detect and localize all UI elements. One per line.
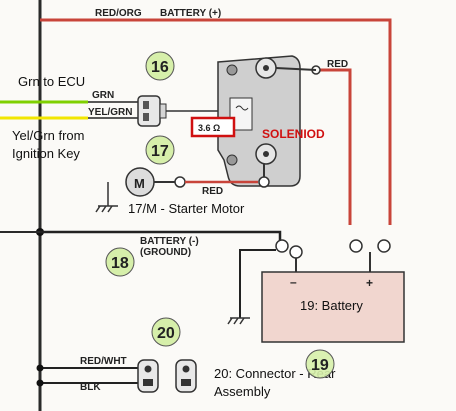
callout-16 (145, 51, 175, 81)
solenoid-label: SOLENIOD (262, 127, 325, 141)
callout-17-label: 17 (151, 143, 169, 160)
battery-minus: – (290, 275, 297, 289)
callout-19 (305, 349, 335, 379)
grn-label: GRN (92, 90, 114, 101)
red-wht-junction (36, 364, 44, 372)
solenoid-red-label: RED (327, 59, 348, 70)
blk-junction (36, 379, 44, 387)
callout-18 (105, 247, 135, 277)
callout-17 (145, 135, 175, 165)
callout-16-label: 16 (151, 59, 169, 76)
red-org-wire (40, 18, 392, 225)
callout-19-label: 19 (311, 357, 329, 374)
battery-neg-label: BATTERY (-) (140, 236, 199, 247)
ground-symbol-battery (227, 317, 250, 325)
red-org-label: RED/ORG (95, 8, 142, 19)
connector-note-1: 20: Connector - Rear (214, 366, 336, 381)
solenoid-ring-terminal (311, 65, 321, 75)
grn-to-ecu-note: Grn to ECU (18, 74, 85, 89)
battery-plus: + (366, 276, 373, 290)
connector-note-2: Assembly (214, 384, 271, 399)
solenoid-bottom-terminal (258, 176, 270, 188)
battery-label: 19: Battery (300, 298, 363, 313)
yel-grn-note-2: Ignition Key (12, 146, 80, 161)
yel-grn-label: YEL/GRN (88, 107, 132, 118)
battery-pos-label: BATTERY (+) (160, 8, 221, 19)
battery (261, 271, 405, 343)
resistance-box (190, 116, 236, 138)
yel-grn-note-1: Yel/Grn from (12, 128, 85, 143)
battery-ground-wire (239, 249, 276, 318)
red-wht-label: RED/WHT (80, 356, 127, 367)
callout-18-label: 18 (111, 255, 129, 272)
callout-20 (151, 317, 181, 347)
rear-connector-left (137, 359, 159, 393)
starter-red-label: RED (202, 186, 223, 197)
battery-neg-wire (40, 230, 282, 240)
motor-letter: M (134, 176, 145, 191)
ground-label: (GROUND) (140, 247, 191, 258)
motor-ring-terminal (174, 176, 186, 188)
solenoid-red-wire (320, 68, 352, 225)
starter-motor-note: 17/M - Starter Motor (128, 201, 245, 216)
battery-neg-terminal (275, 239, 303, 259)
rear-connector-right (175, 359, 197, 393)
ground-symbol-motor (95, 205, 118, 213)
callout-20-label: 20 (157, 325, 175, 342)
solenoid-lead (275, 67, 317, 71)
solenoid-connector (137, 95, 167, 127)
battery-pos-terminal (349, 239, 391, 253)
resistance-label: 3.6 Ω (198, 123, 220, 133)
blk-label: BLK (80, 382, 101, 393)
solenoid (217, 55, 301, 187)
